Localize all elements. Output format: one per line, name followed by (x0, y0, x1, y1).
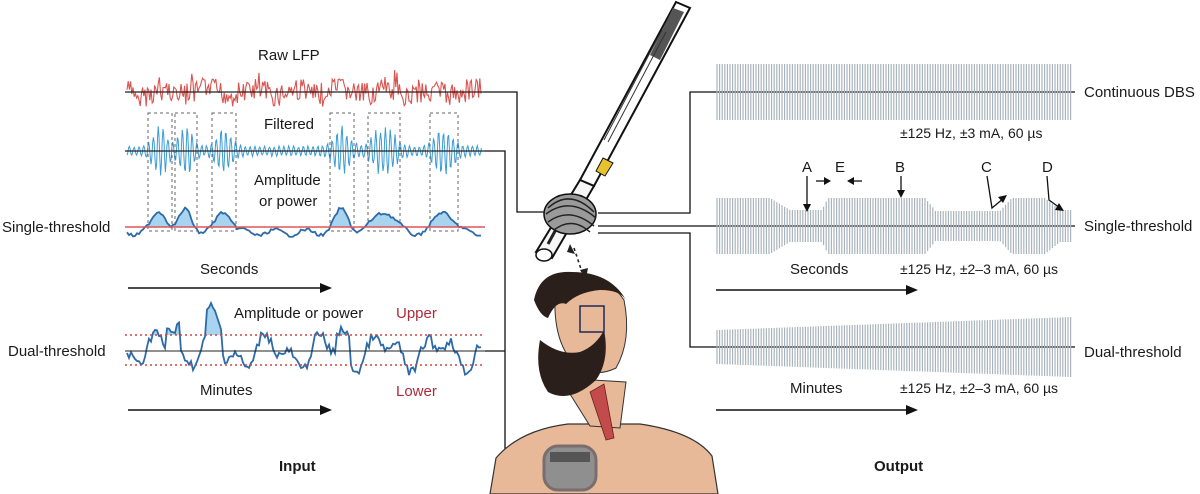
burst-window-6 (429, 112, 459, 232)
burst-window-3 (211, 112, 237, 232)
output-minutes-arrow (716, 405, 918, 415)
marker-e: E (835, 159, 845, 176)
single-threshold-envelope (126, 206, 482, 238)
lower-label: Lower (396, 383, 437, 400)
filtered-label: Filtered (264, 116, 314, 133)
input-title: Input (279, 458, 316, 475)
output-panel: Continuous DBS ±125 Hz, ±3 mA, 60 µs Sin… (716, 64, 1195, 475)
raw-lfp-trace (126, 70, 482, 107)
marker-c: C (981, 159, 992, 176)
seconds-label: Seconds (200, 261, 258, 278)
burst-windows (147, 112, 459, 232)
dual-threshold-label: Dual-threshold (8, 343, 106, 360)
continuous-params: ±125 Hz, ±3 mA, 60 µs (900, 125, 1043, 141)
output-seconds-arrow (716, 285, 918, 295)
output-minutes-label: Minutes (790, 380, 843, 397)
output-title: Output (874, 458, 923, 475)
marker-a: A (802, 159, 812, 176)
dbs-electrode-lead (534, 0, 692, 262)
dual-params: ±125 Hz, ±2–3 mA, 60 µs (900, 380, 1058, 396)
output-seconds-label: Seconds (790, 261, 848, 278)
continuous-dbs-label: Continuous DBS (1084, 84, 1195, 101)
amplitude-or-power-label: Amplitude or power (234, 305, 363, 322)
dual-threshold-stim-pulses (716, 317, 1072, 377)
marker-b: B (895, 159, 905, 176)
output-dual-threshold-label: Dual-threshold (1084, 344, 1182, 361)
filtered-trace (126, 125, 482, 176)
burst-window-4 (329, 112, 355, 232)
patient-illustration (489, 271, 719, 494)
single-params: ±125 Hz, ±2–3 mA, 60 µs (900, 261, 1058, 277)
minutes-label: Minutes (200, 382, 253, 399)
upper-label: Upper (396, 305, 437, 322)
single-threshold-stim-pulses (716, 198, 1072, 254)
stim-markers (803, 175, 1064, 212)
minutes-arrow (128, 405, 332, 415)
raw-lfp-label: Raw LFP (258, 47, 320, 64)
burst-window-5 (367, 112, 401, 232)
single-threshold-label: Single-threshold (2, 219, 110, 236)
target-box (579, 305, 605, 333)
input-panel: Raw LFP Filtered Amplitude or power Sing… (2, 47, 485, 475)
marker-d: D (1042, 159, 1053, 176)
amplitude-label-1: Amplitude (254, 172, 321, 189)
dual-threshold-envelope (126, 300, 482, 376)
continuous-stim-pulses (716, 64, 1072, 120)
burst-window-2 (174, 112, 198, 232)
output-single-threshold-label: Single-threshold (1084, 218, 1192, 235)
seconds-arrow (128, 283, 332, 293)
amplitude-label-2: or power (259, 193, 317, 210)
burst-window-1 (147, 112, 173, 232)
